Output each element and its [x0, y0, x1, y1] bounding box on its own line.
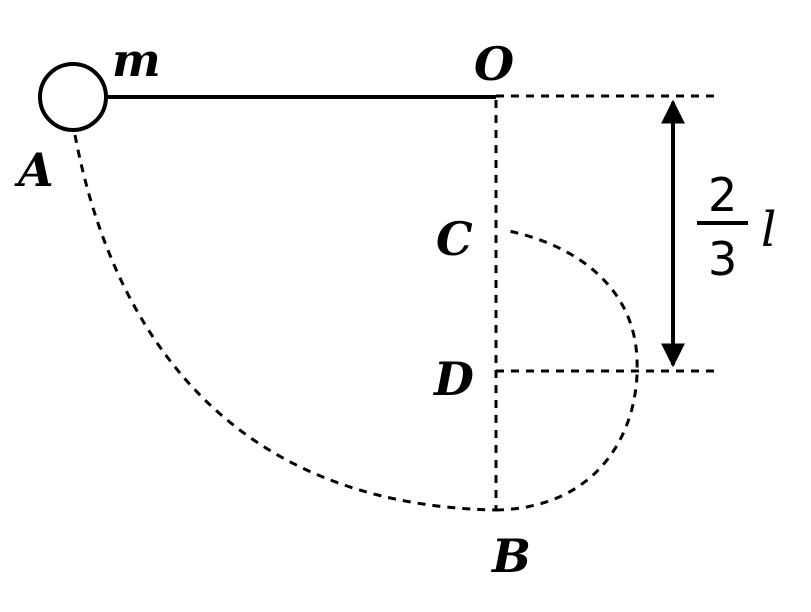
point-d-label: D [432, 352, 474, 406]
fraction-denominator: 3 [708, 232, 737, 286]
ball-mass [38, 62, 108, 132]
length-variable: l [761, 202, 776, 258]
mass-label: m [112, 33, 161, 87]
fraction-numerator: 2 [708, 168, 737, 222]
point-c-label: C [436, 212, 473, 266]
arc-b-to-c [495, 228, 639, 512]
arc-a-to-b [73, 134, 497, 512]
point-b-label: B [490, 529, 531, 583]
point-a-label: A [14, 143, 54, 197]
point-o-label: O [474, 37, 514, 91]
